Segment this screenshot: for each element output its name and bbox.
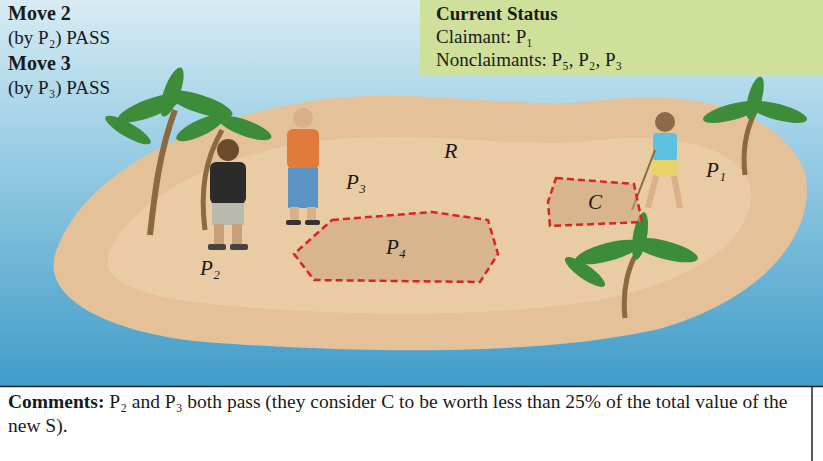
claimed-region: C <box>546 176 644 228</box>
player-label: P₂ <box>200 256 220 280</box>
region-label: R <box>444 138 457 163</box>
region-name: P₄ <box>386 235 406 260</box>
status-heading: Current Status <box>436 3 809 26</box>
status-panel: Current StatusClaimant: P₁Nonclaimants: … <box>420 0 823 76</box>
comment-body: P₂ and P₃ both pass (they consider C to … <box>8 391 787 436</box>
move-heading: Move 2 <box>8 2 71 25</box>
player-label: P₃ <box>346 170 366 194</box>
status-line: Nonclaimants: P₅, P₂, P₃ <box>436 49 809 72</box>
move-text: (by P₂) PASS <box>8 27 110 49</box>
move-text: (by P₃) PASS <box>8 77 110 99</box>
region-border <box>294 212 498 282</box>
move-heading: Move 3 <box>8 52 71 75</box>
claimed-region: P₄ <box>292 210 500 284</box>
comment-text: Comments: P₂ and P₃ both pass (they cons… <box>8 390 803 439</box>
status-line: Claimant: P₁ <box>436 26 809 49</box>
region-border <box>548 178 642 226</box>
player-label: P₁ <box>706 158 726 182</box>
comment-heading: Comments: <box>8 391 104 412</box>
region-name: C <box>588 190 602 215</box>
